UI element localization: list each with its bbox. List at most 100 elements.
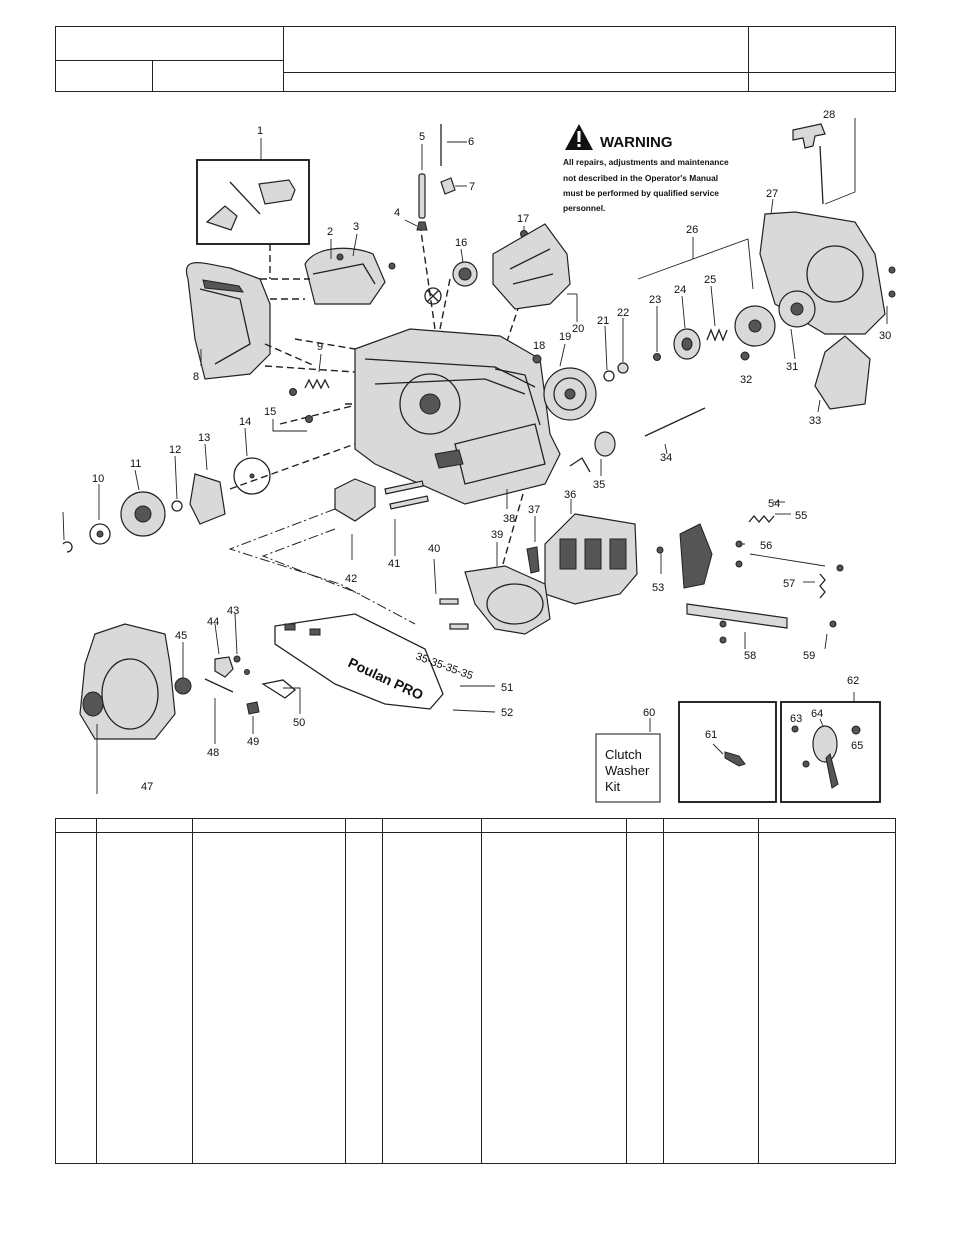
- starter-housing-part-27: [759, 211, 886, 335]
- callout-39: 39: [491, 529, 503, 541]
- table-column-divider: [345, 819, 346, 1163]
- callout-1: 1: [257, 125, 263, 137]
- callout-56: 56: [760, 540, 772, 552]
- callout-17: 17: [517, 213, 529, 225]
- exploded-parts-diagram: WARNING All repairs, adjustments and mai…: [62, 109, 896, 803]
- callout-9: 9: [317, 341, 323, 353]
- callout-38: 38: [503, 513, 515, 525]
- callout-13: 13: [198, 432, 210, 444]
- table-column-divider: [481, 819, 482, 1163]
- sprocket-cover-part-47: [79, 623, 176, 740]
- callout-65: 65: [851, 740, 863, 752]
- callout-60: 60: [643, 707, 655, 719]
- callout-45: 45: [175, 630, 187, 642]
- bracket-part-20: [492, 223, 571, 310]
- kit-label-line: Kit: [605, 779, 621, 794]
- warning-notice: WARNING All repairs, adjustments and mai…: [563, 124, 729, 213]
- callout-2: 2: [327, 226, 333, 238]
- callout-48: 48: [207, 747, 219, 759]
- callout-5: 5: [419, 131, 425, 143]
- title-block: [55, 26, 896, 92]
- pulley-part-24: [673, 328, 701, 360]
- brake-handle-part-36: [544, 513, 638, 605]
- title-block-divider: [56, 60, 283, 61]
- table-column-divider: [382, 819, 383, 1163]
- table-column-divider: [192, 819, 193, 1163]
- callout-42: 42: [345, 573, 357, 585]
- callout-36: 36: [564, 489, 576, 501]
- clutch-parts-10-14: [62, 457, 271, 553]
- callout-4: 4: [394, 207, 400, 219]
- flywheel-part-19: [543, 367, 597, 421]
- callout-27: 27: [766, 188, 778, 200]
- callout-19: 19: [559, 331, 571, 343]
- starter-handle-part-28: [792, 118, 856, 205]
- callout-41: 41: [388, 558, 400, 570]
- warning-line: personnel.: [563, 203, 605, 213]
- guide-bar-part-52: Poulan PRO 35-35-35-35: [274, 613, 474, 710]
- spring-part-9: [304, 378, 330, 390]
- callout-18: 18: [533, 340, 545, 352]
- callout-54: 54: [768, 498, 780, 510]
- table-header-rule: [56, 832, 895, 833]
- inset-part-1: [196, 159, 310, 245]
- pin-parts-4-7: [416, 124, 456, 231]
- table-column-divider: [96, 819, 97, 1163]
- callout-43: 43: [227, 605, 239, 617]
- rear-handle-part-8: [185, 262, 271, 380]
- callout-15: 15: [264, 406, 276, 418]
- callout-53: 53: [652, 582, 664, 594]
- callout-47: 47: [141, 781, 153, 793]
- callout-11: 11: [130, 458, 141, 470]
- front-handle-part-58: [679, 439, 896, 629]
- callout-6: 6: [468, 136, 474, 148]
- callout-61: 61: [705, 729, 717, 741]
- callout-3: 3: [353, 221, 359, 233]
- parts-list-table: [55, 818, 896, 1164]
- warning-title: WARNING: [600, 134, 673, 151]
- kit-label-line: Washer: [605, 763, 650, 778]
- callout-63: 63: [790, 713, 802, 725]
- starter-plate-part-26: [734, 305, 776, 347]
- title-block-divider: [152, 60, 153, 91]
- callout-28: 28: [823, 109, 835, 121]
- callout-34: 34: [660, 452, 672, 464]
- clutch-washer-kit-box: Clutch Washer Kit: [595, 733, 661, 803]
- callout-25: 25: [704, 274, 716, 286]
- chain-guide-part-42: [334, 478, 376, 522]
- grommet-part-35: [569, 431, 616, 473]
- callout-31: 31: [786, 361, 798, 373]
- table-column-divider: [663, 819, 664, 1163]
- callout-52: 52: [501, 707, 513, 719]
- callout-23: 23: [649, 294, 661, 306]
- callout-30: 30: [879, 330, 891, 342]
- callout-20: 20: [572, 323, 584, 335]
- callout-49: 49: [247, 736, 259, 748]
- brake-band-part-39: [464, 565, 551, 635]
- callout-37: 37: [528, 504, 540, 516]
- kit-label-line: Clutch: [605, 747, 642, 762]
- crankcase-part-38: [354, 328, 561, 505]
- callout-62: 62: [847, 675, 859, 687]
- callout-59: 59: [803, 650, 815, 662]
- callout-58: 58: [744, 650, 756, 662]
- callout-labels: 1 2 3 4 5 6 7 8 9 10 11 12 13 14 15 16 1…: [92, 109, 891, 793]
- callout-51: 51: [501, 682, 513, 694]
- callout-24: 24: [674, 284, 686, 296]
- callout-33: 33: [809, 415, 821, 427]
- warning-line: not described in the Operator's Manual: [563, 173, 718, 183]
- warning-line: must be performed by qualified service: [563, 188, 719, 198]
- inset-box-part-61: [678, 701, 777, 803]
- callout-40: 40: [428, 543, 440, 555]
- callout-14: 14: [239, 416, 251, 428]
- callout-26: 26: [686, 224, 698, 236]
- callout-10: 10: [92, 473, 104, 485]
- callout-21: 21: [597, 315, 609, 327]
- callout-55: 55: [795, 510, 807, 522]
- inset-box-part-62: [780, 701, 881, 803]
- cover-part-2: [304, 247, 386, 305]
- callout-16: 16: [455, 237, 467, 249]
- callout-7: 7: [469, 181, 475, 193]
- callout-44: 44: [207, 616, 219, 628]
- table-column-divider: [758, 819, 759, 1163]
